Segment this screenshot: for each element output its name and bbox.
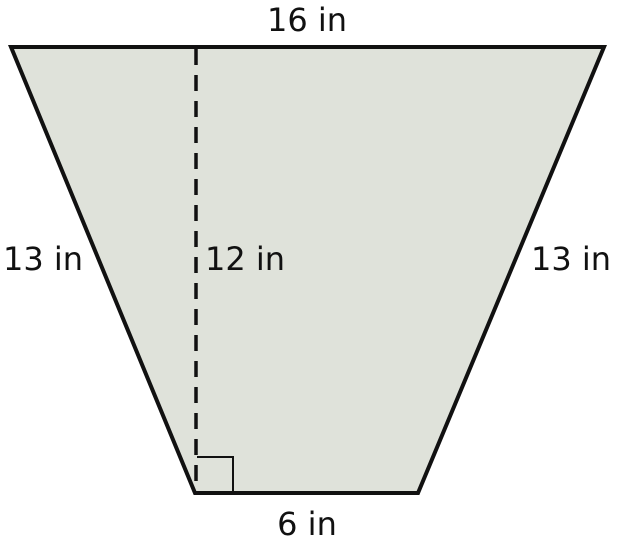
right-leg-label: 13 in: [531, 240, 611, 278]
top-base-label: 16 in: [267, 1, 347, 39]
right-angle-marker: [197, 456, 234, 491]
height-label: 12 in: [205, 240, 285, 278]
bottom-base-label: 6 in: [277, 505, 337, 543]
left-leg-label: 13 in: [3, 240, 83, 278]
trapezoid-shape: [8, 45, 608, 495]
